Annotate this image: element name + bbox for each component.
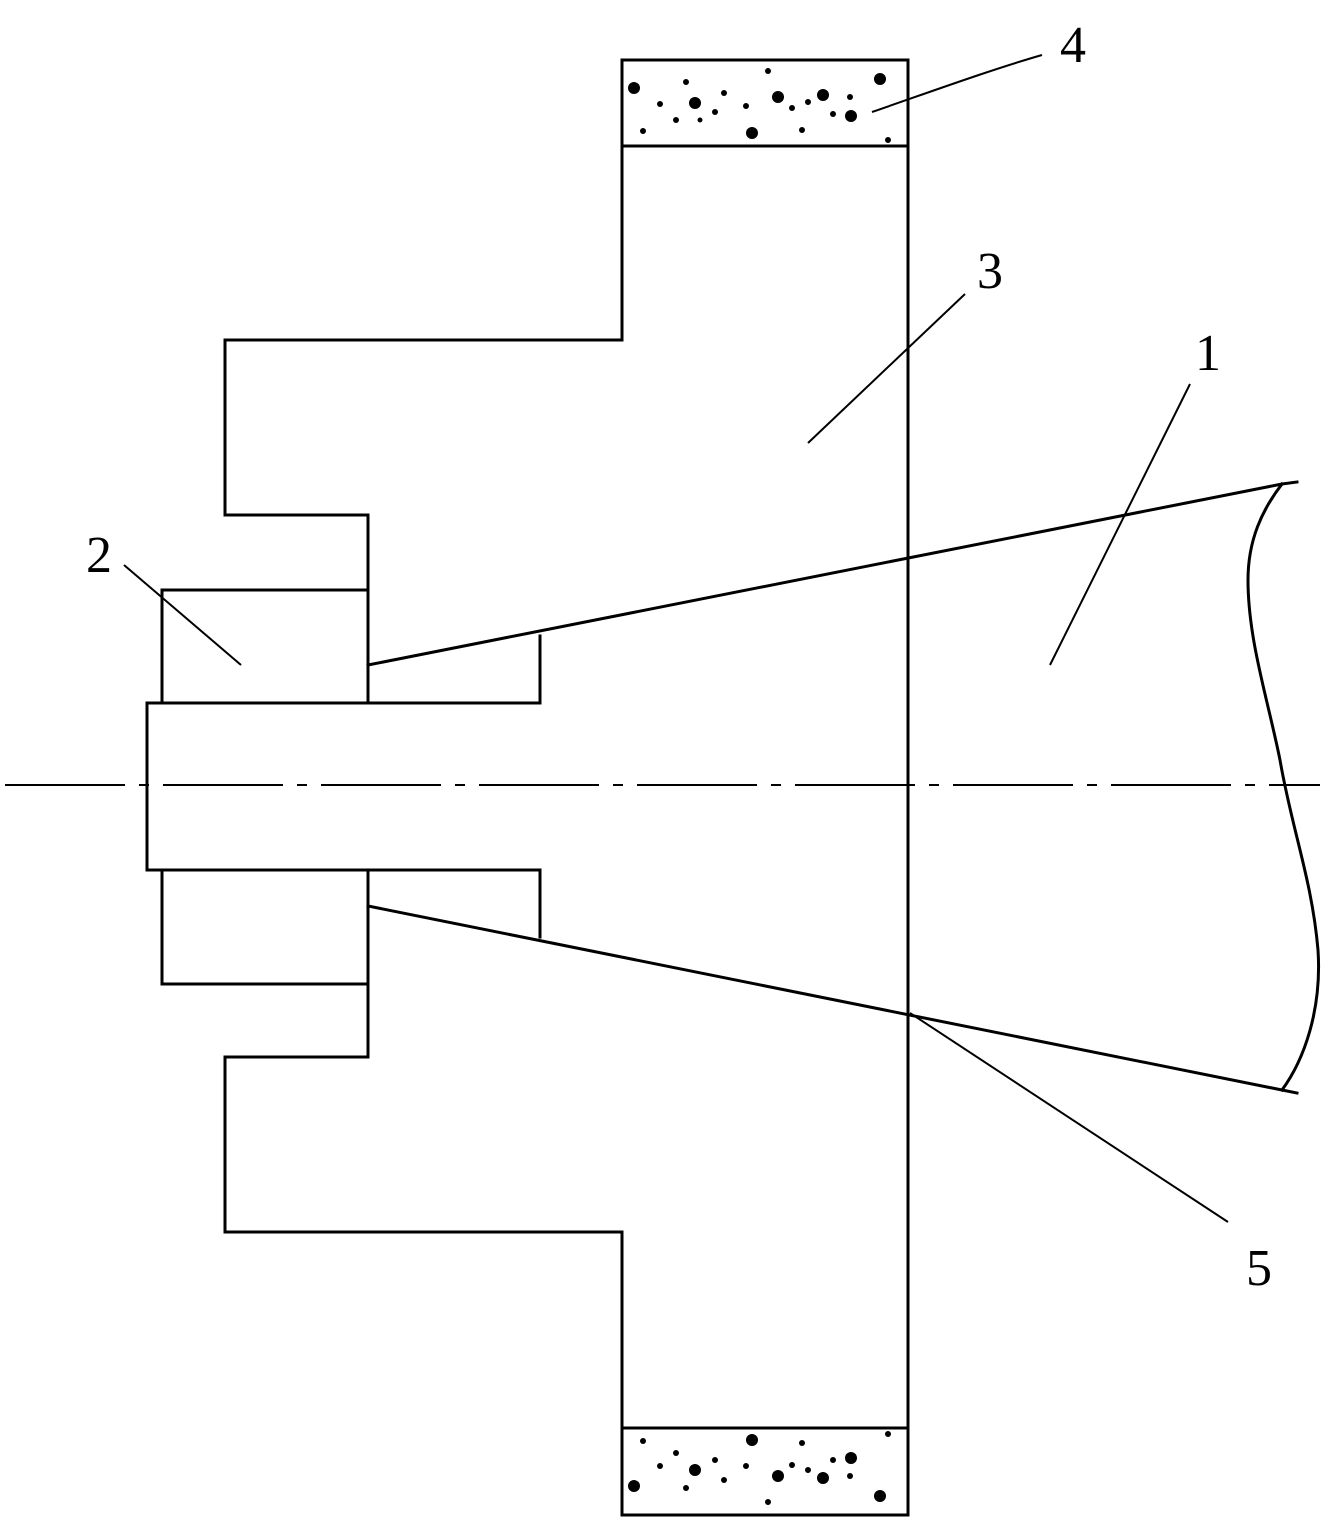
label-1: 1	[1195, 325, 1221, 382]
abrasive-grit-top	[628, 68, 891, 143]
callout-labels: 4 3 1 2 5	[86, 17, 1272, 1297]
abrasive-rim-top	[620, 58, 910, 148]
wheel-body-outline	[223, 58, 910, 1517]
abrasive-rim-bottom	[620, 1426, 910, 1517]
leader-lines	[123, 54, 1229, 1223]
flange-spacer	[366, 634, 542, 939]
leader-line-2	[123, 564, 242, 666]
leader-line-3	[807, 293, 966, 444]
clamp-nut	[160, 588, 370, 986]
label-5: 5	[1246, 1240, 1272, 1297]
shaft	[145, 701, 370, 872]
label-4: 4	[1060, 17, 1086, 74]
leader-line-4	[871, 54, 1043, 113]
abrasive-grit-bottom	[628, 1431, 891, 1505]
label-3: 3	[977, 243, 1003, 300]
tapered-workpiece	[366, 480, 1321, 1095]
label-2: 2	[86, 527, 112, 584]
leader-line-5	[909, 1012, 1229, 1223]
leader-line-1	[1049, 383, 1191, 666]
